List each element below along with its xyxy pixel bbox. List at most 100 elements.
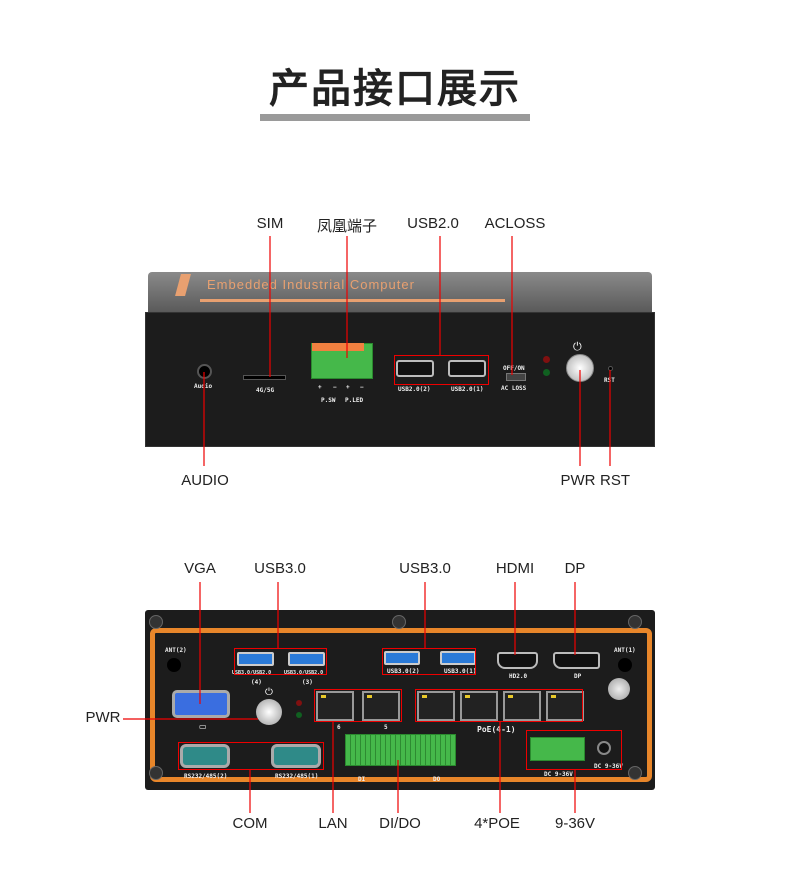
label-audio: AUDIO: [181, 472, 229, 489]
psw-silk: P.SW: [321, 397, 336, 404]
usb4n-silk: (4): [251, 679, 262, 686]
label-com: COM: [232, 815, 268, 832]
label-vga: VGA: [184, 560, 216, 577]
power-led: [543, 369, 550, 376]
poe-silk: PoE(4-1): [477, 725, 516, 734]
brand-text: Embedded Industrial Computer: [207, 277, 415, 292]
device-top-cover: [148, 272, 652, 312]
com-highlight: [178, 742, 324, 770]
front-face: [145, 312, 655, 447]
screw-icon: [628, 615, 642, 629]
page-title: 产品接口展示: [269, 66, 521, 112]
label-acloss: ACLOSS: [484, 215, 546, 232]
hdd-led: [296, 700, 302, 706]
poe-port-2[interactable]: [503, 691, 541, 721]
screw-icon: [392, 615, 406, 629]
usb3-2-silk: USB3.0(2): [387, 668, 420, 675]
usb3-1-silk: USB3.0(1): [444, 668, 477, 675]
label-phoenix: 凤凰端子: [316, 218, 378, 235]
power-icon: ⏻: [573, 340, 582, 353]
sim-slot[interactable]: [243, 375, 286, 380]
front-panel-device: Embedded Industrial Computer: [145, 272, 655, 447]
vga-port[interactable]: [172, 690, 230, 718]
usb3-port-3[interactable]: [288, 652, 325, 666]
label-pwr-rear: PWR: [85, 709, 121, 726]
dido-terminal[interactable]: [345, 734, 456, 766]
usb2-highlight: [394, 355, 489, 385]
screw-icon: [149, 615, 163, 629]
lan5-silk: 5: [384, 724, 388, 731]
monitor-icon: ▭: [199, 722, 207, 731]
usb3n-silk: (3): [302, 679, 313, 686]
usb3-silk: USB3.0/USB2.0: [284, 670, 324, 676]
dc-highlight: [526, 730, 622, 770]
label-lan: LAN: [318, 815, 348, 832]
lan-port-5[interactable]: [362, 691, 400, 721]
label-rst: RST: [600, 472, 630, 489]
title-underline: [260, 114, 530, 121]
hdmi-port[interactable]: [497, 652, 538, 669]
hdd-led: [543, 356, 550, 363]
com1-silk: RS232/485(1): [275, 773, 319, 780]
acloss-switch[interactable]: [506, 373, 526, 381]
label-usb2: USB2.0: [407, 215, 459, 232]
com2-silk: RS232/485(2): [184, 773, 228, 780]
reset-button[interactable]: [608, 366, 613, 371]
rear-orange-frame: [150, 628, 652, 782]
screw-icon: [149, 766, 163, 780]
label-usb3-right: USB3.0: [399, 560, 451, 577]
power-icon: ⏻: [265, 687, 273, 698]
label-hdmi: HDMI: [495, 560, 535, 577]
psw-minus: −: [333, 384, 337, 391]
ant1-silk: ANT(1): [614, 647, 636, 654]
poe-port-3[interactable]: [460, 691, 498, 721]
brand-underline: [200, 299, 505, 302]
audio-jack[interactable]: [197, 364, 212, 379]
poe-port-1[interactable]: [546, 691, 584, 721]
usb3-port-2[interactable]: [384, 651, 420, 665]
lan6-silk: 6: [337, 724, 341, 731]
poe-port-4[interactable]: [417, 691, 455, 721]
poe-highlight: [415, 689, 583, 722]
antenna-hole-1: [618, 658, 632, 672]
ant2-silk: ANT(2): [165, 647, 187, 654]
dc1-silk: DC 9-36V: [544, 771, 573, 778]
dc-jack[interactable]: [597, 741, 611, 755]
usb2-port-2[interactable]: [396, 360, 434, 377]
dc-terminal[interactable]: [530, 737, 585, 761]
hd-silk: HD2.0: [509, 673, 528, 680]
audio-silk: Audio: [194, 383, 213, 390]
usb3-left-highlight: [234, 648, 327, 675]
psw-plus: +: [318, 384, 322, 391]
pled-plus: +: [346, 384, 350, 391]
lan-highlight: [314, 689, 402, 722]
pled-silk: P.LED: [345, 397, 364, 404]
label-dido: DI/DO: [379, 815, 421, 832]
usb3-port-4[interactable]: [237, 652, 274, 666]
acloss-silk: AC LOSS: [501, 385, 527, 392]
rst-silk: RST: [604, 377, 615, 384]
usb3-right-highlight: [382, 648, 476, 675]
pled-minus: −: [360, 384, 364, 391]
displayport-port[interactable]: [553, 652, 600, 669]
phoenix-levers: [312, 343, 364, 351]
di-silk: DI: [358, 776, 366, 783]
usb2-2-silk: USB2.0(2): [398, 386, 431, 393]
do-silk: DO: [433, 776, 441, 783]
com-port-2[interactable]: [180, 744, 230, 768]
usb2-port-1[interactable]: [448, 360, 486, 377]
com-port-1[interactable]: [271, 744, 321, 768]
usb4-silk: USB3.0/USB2.0: [232, 670, 272, 676]
ground-screw: [608, 678, 630, 700]
lan-port-6[interactable]: [316, 691, 354, 721]
label-dp: DP: [564, 560, 586, 577]
front-power-button[interactable]: [566, 354, 594, 382]
label-sim: SIM: [256, 215, 284, 232]
dc2-silk: DC 9-36V: [594, 763, 623, 770]
dp-silk: DP: [574, 673, 582, 680]
power-led: [296, 712, 302, 718]
usb2-1-silk: USB2.0(1): [451, 386, 484, 393]
antenna-hole-2: [167, 658, 181, 672]
rear-power-button[interactable]: [256, 699, 282, 725]
label-usb3-left: USB3.0: [254, 560, 306, 577]
